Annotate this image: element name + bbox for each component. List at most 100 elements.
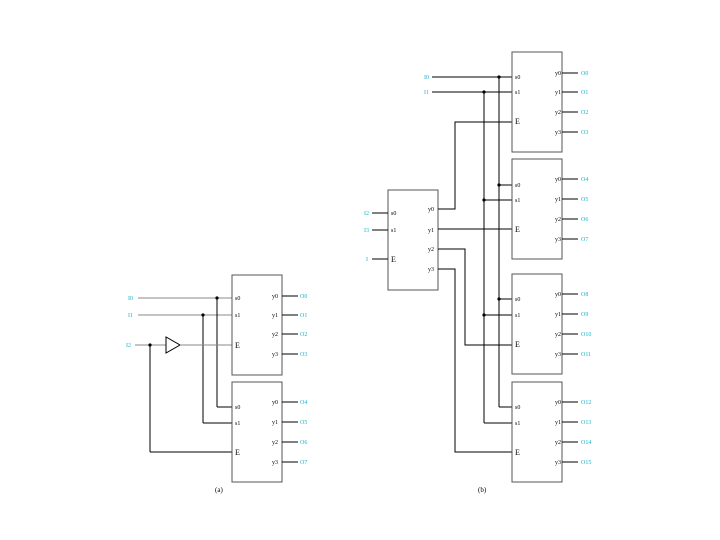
pin-label: s0 xyxy=(515,405,520,411)
pin-label: E xyxy=(391,255,396,264)
output-label: O4 xyxy=(581,177,588,183)
decoder-block xyxy=(231,274,283,376)
diagram-b: I0 I1 I2 I3 I s0 s1 E y0 y1 y2 y3 xyxy=(364,51,591,494)
pin-label: y3 xyxy=(272,460,278,466)
output-label: O8 xyxy=(581,292,588,298)
pin-label: y2 xyxy=(555,217,561,223)
pin-label: s1 xyxy=(515,421,520,427)
pin-label: y0 xyxy=(272,294,278,300)
pin-label: y2 xyxy=(555,332,561,338)
pin-label: y2 xyxy=(555,440,561,446)
output-label: O3 xyxy=(300,352,307,358)
pin-label: s1 xyxy=(515,90,520,96)
output-label: O3 xyxy=(581,130,588,136)
pin-label: y2 xyxy=(272,440,278,446)
input-label: I1 xyxy=(424,90,429,96)
pin-label: y3 xyxy=(555,237,561,243)
pin-label: y1 xyxy=(428,228,434,234)
caption-a: (a) xyxy=(215,486,223,494)
pin-label: s1 xyxy=(391,228,396,234)
decoder-block xyxy=(511,273,563,375)
decoder-block xyxy=(511,158,563,260)
diagram-a: I0 I1 I2 s0 s1 E y0 y1 y2 y3 O0 O1 O2 O3… xyxy=(126,274,307,494)
output-label: O14 xyxy=(581,440,591,446)
junction-dot xyxy=(482,90,486,94)
junction-dot xyxy=(497,75,501,79)
pin-label: y0 xyxy=(555,292,561,298)
pin-label: y2 xyxy=(428,247,434,253)
output-label: O1 xyxy=(581,90,588,96)
pin-label: s0 xyxy=(515,183,520,189)
pin-label: s0 xyxy=(235,405,240,411)
junction-dot xyxy=(497,297,501,301)
output-label: O1 xyxy=(300,313,307,319)
input-label: I0 xyxy=(128,296,133,302)
output-label: O2 xyxy=(581,110,588,116)
pin-label: s0 xyxy=(515,75,520,81)
pin-label: y3 xyxy=(428,267,434,273)
front-decoder-block xyxy=(387,189,439,291)
decoder-block xyxy=(511,381,563,483)
pin-label: y3 xyxy=(555,460,561,466)
output-label: O11 xyxy=(581,352,591,358)
output-label: O13 xyxy=(581,420,591,426)
input-label: I3 xyxy=(364,228,369,234)
pin-label: y0 xyxy=(555,177,561,183)
pin-label: s0 xyxy=(235,296,240,302)
pin-label: s1 xyxy=(235,313,240,319)
pin-label: s0 xyxy=(391,211,396,217)
junction-dot xyxy=(497,183,501,187)
pin-label: E xyxy=(515,225,520,234)
pin-label: y1 xyxy=(272,313,278,319)
junction-dot xyxy=(482,198,486,202)
junction-dot xyxy=(201,313,205,317)
pin-label: y3 xyxy=(555,130,561,136)
output-label: O0 xyxy=(581,71,588,77)
pin-label: y0 xyxy=(555,400,561,406)
output-label: O5 xyxy=(581,197,588,203)
output-label: O12 xyxy=(581,400,591,406)
output-label: O10 xyxy=(581,332,591,338)
pin-label: y1 xyxy=(555,197,561,203)
input-label: I2 xyxy=(364,211,369,217)
input-label: I1 xyxy=(128,313,133,319)
input-label: I xyxy=(366,257,368,263)
pin-label: y0 xyxy=(272,400,278,406)
pin-label: E xyxy=(515,448,520,457)
inverter-icon xyxy=(165,336,182,354)
pin-label: y0 xyxy=(428,207,434,213)
output-label: O4 xyxy=(300,400,307,406)
output-label: O5 xyxy=(300,420,307,426)
decoder-block xyxy=(231,381,283,483)
pin-label: E xyxy=(235,448,240,457)
output-label: O9 xyxy=(581,312,588,318)
output-label: O0 xyxy=(300,294,307,300)
decoder-block xyxy=(511,51,563,153)
input-label: I0 xyxy=(424,75,429,81)
output-label: O2 xyxy=(300,332,307,338)
output-label: O7 xyxy=(300,460,307,466)
pin-label: y3 xyxy=(272,352,278,358)
junction-dot xyxy=(215,296,219,300)
pin-label: s1 xyxy=(515,313,520,319)
pin-label: s1 xyxy=(235,421,240,427)
output-label: O15 xyxy=(581,460,591,466)
pin-label: y1 xyxy=(555,90,561,96)
pin-label: y2 xyxy=(555,110,561,116)
output-label: O6 xyxy=(300,440,307,446)
pin-label: s0 xyxy=(515,297,520,303)
pin-label: E xyxy=(515,340,520,349)
enable-wire xyxy=(438,248,512,346)
pin-label: s1 xyxy=(515,198,520,204)
enable-wire xyxy=(438,268,512,453)
pin-label: E xyxy=(235,341,240,350)
caption-b: (b) xyxy=(478,486,487,494)
enable-wire xyxy=(438,121,512,210)
pin-label: y1 xyxy=(555,420,561,426)
input-label: I2 xyxy=(126,343,131,349)
pin-label: y1 xyxy=(555,312,561,318)
pin-label: y2 xyxy=(272,332,278,338)
pin-label: E xyxy=(515,117,520,126)
junction-dot xyxy=(482,313,486,317)
